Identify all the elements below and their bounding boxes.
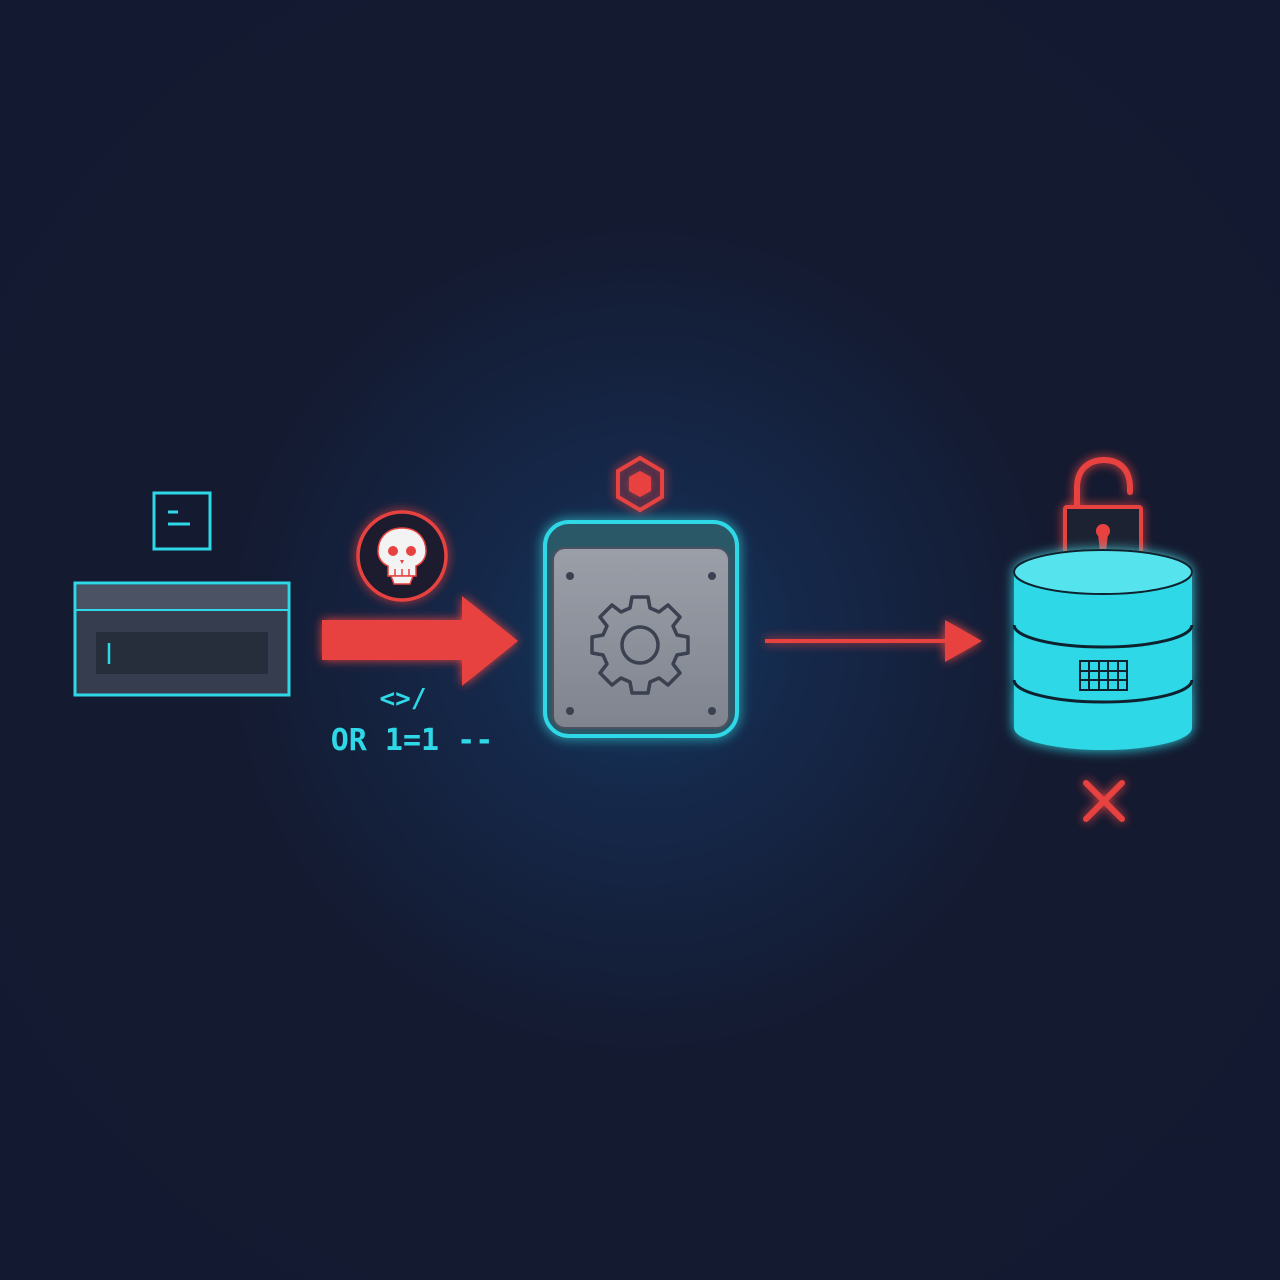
data-grid-icon bbox=[1079, 660, 1128, 691]
server-gear-icon bbox=[543, 520, 739, 738]
input-form-icon bbox=[73, 581, 291, 697]
skull-icon bbox=[356, 510, 448, 602]
x-mark-icon bbox=[1083, 780, 1125, 822]
hexagon-alert-icon bbox=[616, 455, 664, 513]
gear-icon bbox=[590, 595, 690, 695]
payload-tag-text: <>/ bbox=[380, 684, 427, 714]
query-arrow bbox=[765, 620, 982, 662]
document-icon bbox=[152, 491, 212, 551]
payload-query-text: OR 1=1 -- bbox=[331, 723, 494, 758]
injection-arrow bbox=[322, 596, 518, 686]
database-icon bbox=[1012, 549, 1194, 750]
